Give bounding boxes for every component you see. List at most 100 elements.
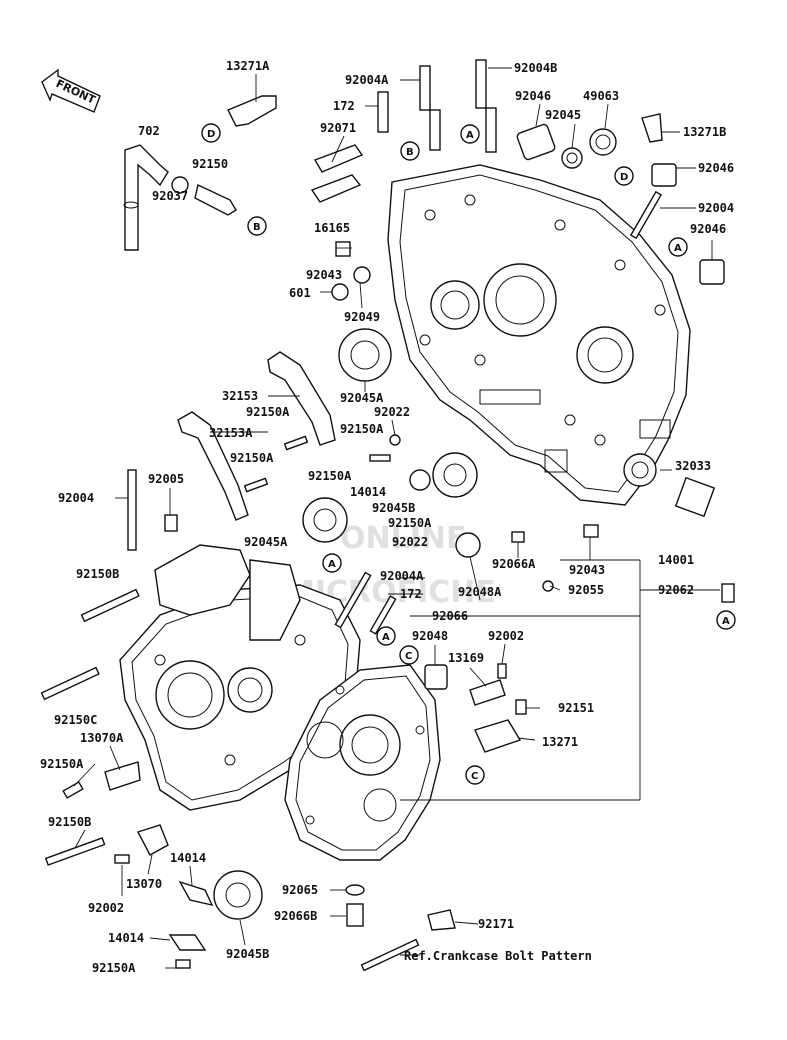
label-92150A-5: 92150A — [388, 516, 432, 530]
label-92151: 92151 — [558, 701, 594, 715]
label-172-top: 172 — [333, 99, 355, 113]
label-92045B-bot: 92045B — [226, 947, 269, 961]
label-92049: 92049 — [344, 310, 380, 324]
label-92065: 92065 — [282, 883, 318, 897]
label-601: 601 — [289, 286, 311, 300]
label-92043-mid: 92043 — [569, 563, 605, 577]
label-92071: 92071 — [320, 121, 356, 135]
part-number-labels: 13271A 92004A 92004B 702 172 92046 49063… — [40, 59, 734, 975]
label-92045B-mid: 92045B — [372, 501, 415, 515]
label-92150B-bot: 92150B — [48, 815, 91, 829]
bearing-92045B-mid — [432, 452, 478, 498]
label-92002-top: 92002 — [488, 629, 524, 643]
bearing-92046-b — [651, 163, 677, 187]
bolt-92150A-left — [62, 781, 84, 799]
filter-32033 — [674, 476, 716, 518]
callout-circle-a-4: A — [376, 626, 396, 646]
bearing-92045B-bot — [213, 870, 263, 920]
label-49063: 49063 — [583, 89, 619, 103]
svg-text:A: A — [466, 130, 474, 141]
label-92005: 92005 — [148, 472, 184, 486]
stud-172-top — [377, 91, 389, 133]
oil-pipe-32153 — [267, 351, 336, 446]
guide-14014-bot — [168, 934, 207, 951]
stud-92004A-top — [419, 65, 431, 111]
svg-text:A: A — [328, 559, 336, 570]
label-92055: 92055 — [568, 583, 604, 597]
label-92171: 92171 — [478, 917, 514, 931]
bolt-92150B-top — [80, 588, 140, 623]
svg-text:D: D — [207, 129, 215, 140]
label-14014-bot: 14014 — [108, 931, 144, 945]
hose-702 — [124, 144, 169, 251]
svg-text:A: A — [674, 243, 682, 254]
label-14014-low: 14014 — [170, 851, 206, 865]
label-92150A-bot: 92150A — [92, 961, 136, 975]
callout-circle-d-2: D — [614, 166, 634, 186]
bracket-13070A — [104, 761, 141, 791]
bracket-13271B — [641, 113, 663, 143]
seal-92048A — [455, 532, 481, 558]
plug-92066B — [346, 903, 364, 927]
label-92150-top: 92150 — [192, 157, 228, 171]
upper-crankcase-half — [387, 164, 691, 506]
bearing-92046-c — [699, 259, 725, 285]
bracket-13271A — [227, 95, 277, 127]
label-13271A: 13271A — [226, 59, 270, 73]
stud-172-mid — [369, 595, 397, 635]
reference-note: Ref.Crankcase Bolt Pattern — [404, 949, 592, 963]
label-92066B: 92066B — [274, 909, 317, 923]
label-92037: 92037 — [152, 189, 188, 203]
stud-92004B — [475, 59, 487, 109]
label-92022-top: 92022 — [374, 405, 410, 419]
cover-13271 — [474, 719, 522, 753]
collar-92043 — [335, 241, 351, 257]
svg-text:C: C — [405, 651, 412, 662]
callout-circle-a-5: A — [716, 610, 736, 630]
dowel-92005 — [164, 514, 178, 532]
label-16165: 16165 — [314, 221, 350, 235]
label-92004A-top: 92004A — [345, 73, 389, 87]
label-92046-a: 92046 — [515, 89, 551, 103]
label-14014-mid: 14014 — [350, 485, 386, 499]
label-92004B: 92004B — [514, 61, 557, 75]
collar-92066A — [511, 531, 525, 543]
label-13271: 13271 — [542, 735, 578, 749]
oring-92055 — [542, 580, 554, 592]
washer-92065 — [345, 884, 365, 896]
plate-13169 — [469, 679, 506, 706]
guide-14014-low — [178, 880, 214, 906]
stud-92004-right — [629, 190, 663, 240]
label-92004-left: 92004 — [58, 491, 94, 505]
label-92150A-6: 92150A — [40, 757, 84, 771]
label-702: 702 — [138, 124, 160, 138]
bolt-92002-top — [497, 663, 507, 679]
label-172-mid: 172 — [400, 587, 422, 601]
bearing-92045A-mid — [302, 497, 348, 543]
callout-circle-a-2: A — [668, 237, 688, 257]
callout-circle-a-3: A — [322, 553, 342, 573]
bearing-92045A-top — [338, 328, 392, 382]
callout-circle-b-1: B — [247, 216, 267, 236]
svg-text:C: C — [471, 771, 478, 782]
label-92150A-4: 92150A — [308, 469, 352, 483]
collar-92043-mid — [583, 524, 599, 538]
plug-92062 — [721, 583, 735, 603]
leader-lines — [73, 67, 720, 969]
label-92004-right: 92004 — [698, 201, 734, 215]
callout-circle-a-1: A — [460, 124, 480, 144]
bolt-92150A-bot — [175, 959, 191, 969]
label-32033: 32033 — [675, 459, 711, 473]
watermark-line1: ONLINE — [340, 521, 467, 556]
label-92150C: 92150C — [54, 713, 97, 727]
washer-92022-top — [389, 434, 401, 446]
front-arrow-icon: FRONT — [41, 68, 101, 113]
bearing-92048 — [424, 664, 448, 690]
label-13169: 13169 — [448, 651, 484, 665]
stud-92004A-mid — [334, 571, 372, 629]
fitting-92150 — [194, 183, 237, 216]
callout-circle-c-1: C — [399, 645, 419, 665]
label-92066: 92066 — [432, 609, 468, 623]
plate-13070 — [136, 824, 169, 856]
label-92048A: 92048A — [458, 585, 502, 599]
